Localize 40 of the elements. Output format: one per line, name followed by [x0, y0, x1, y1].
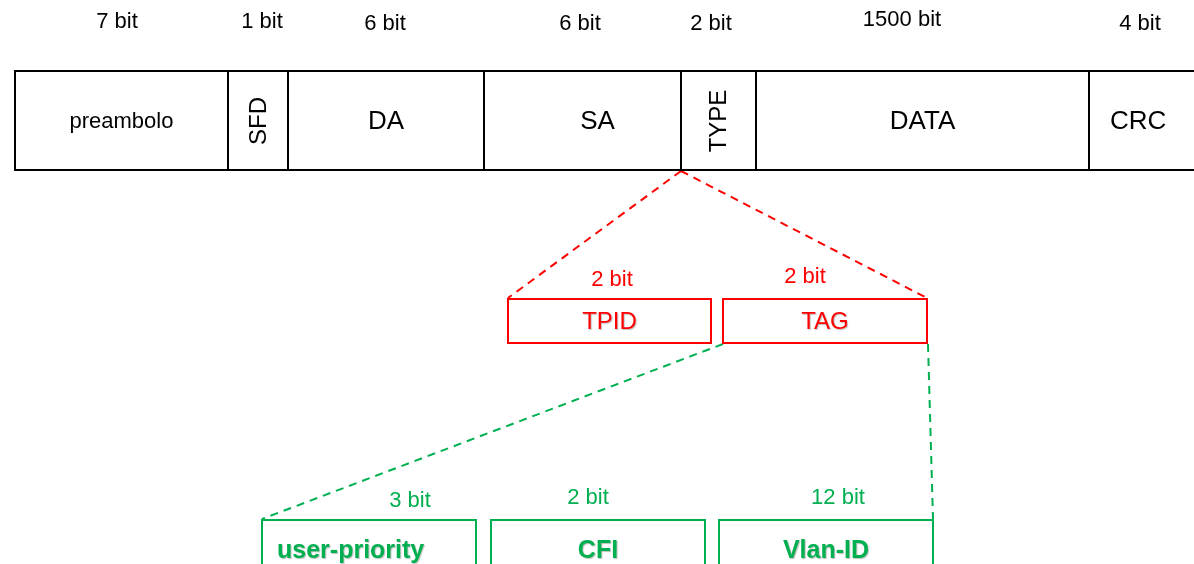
frame-field [14, 70, 229, 171]
dashed-connector [261, 343, 724, 520]
field-name: TYPE [704, 89, 733, 152]
frame-field [227, 70, 289, 171]
field-name: SFD [244, 96, 272, 145]
tag-subfield [718, 519, 934, 564]
bit-length-label: 2 bit [690, 10, 732, 36]
tag-field [507, 298, 712, 344]
bit-length-label: 2 bit [591, 266, 633, 292]
bit-length-label: 6 bit [364, 10, 406, 36]
tag-subfield [490, 519, 706, 564]
field-name: SA [580, 105, 615, 136]
field-name: CFI [577, 535, 619, 564]
bit-length-label: 7 bit [96, 8, 138, 34]
bit-length-label: 2 bit [567, 484, 609, 510]
field-name: DA [367, 105, 405, 136]
dashed-connector [927, 343, 934, 520]
frame-field [1088, 70, 1194, 171]
field-name: DATA [889, 105, 956, 136]
frame-field [287, 70, 485, 171]
dashed-connector [507, 170, 682, 299]
bit-length-label: 3 bit [389, 487, 431, 513]
bit-length-label: 1500 bit [862, 6, 942, 32]
field-name: CRC [1110, 105, 1167, 136]
frame-field [680, 70, 757, 171]
field-name: user-priority [277, 535, 425, 564]
bit-length-label: 2 bit [784, 263, 826, 289]
field-name: preambolo [69, 107, 174, 134]
bit-length-label: 6 bit [559, 10, 601, 36]
dashed-connector [680, 170, 928, 299]
bit-length-label: 1 bit [241, 8, 283, 34]
frame-field [755, 70, 1090, 171]
tag-field [722, 298, 928, 344]
field-name: TAG [801, 307, 849, 335]
tag-subfield [261, 519, 477, 564]
frame-field [483, 70, 682, 171]
bit-length-label: 12 bit [811, 484, 865, 510]
bit-length-label: 4 bit [1119, 10, 1161, 36]
field-name: Vlan-ID [782, 535, 870, 564]
field-name: TPID [582, 307, 637, 335]
